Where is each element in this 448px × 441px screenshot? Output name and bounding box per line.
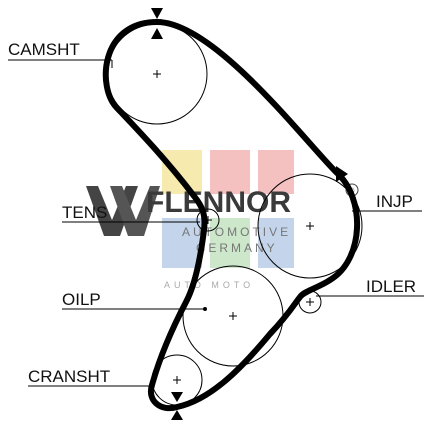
timing-belt bbox=[102, 19, 360, 412]
tensioner-pulley bbox=[196, 208, 220, 232]
label-injection-pump: INJP bbox=[376, 192, 413, 211]
watermark-tiles bbox=[162, 150, 294, 268]
watermark-line3: AUTO MOTO bbox=[164, 280, 254, 290]
label-camshaft: CAMSHT bbox=[8, 40, 80, 59]
label-oil-pump: OILP bbox=[62, 290, 101, 309]
timing-marks bbox=[151, 8, 348, 420]
watermark-line2: GERMANY bbox=[196, 241, 278, 255]
label-tensioner: TENS bbox=[62, 203, 107, 222]
leader-lines bbox=[8, 59, 424, 387]
watermark-brand: FLENNOR bbox=[146, 186, 291, 219]
injp-mark-icon bbox=[336, 166, 348, 182]
label-crankshaft: CRANSHT bbox=[28, 367, 110, 386]
label-idler: IDLER bbox=[366, 277, 416, 296]
injection-pump-pulley bbox=[257, 173, 363, 279]
cam-mark-top-icon bbox=[151, 8, 163, 19]
watermark-line1: AUTOMOTIVE bbox=[182, 225, 291, 239]
cam-mark-bottom-icon bbox=[151, 28, 163, 39]
crank-mark-bottom-icon bbox=[171, 410, 183, 420]
crank-mark-top-icon bbox=[171, 392, 183, 402]
watermark-logo: FLENNOR ® AUTOMOTIVE GERMANY AUTO MOTO bbox=[86, 183, 359, 290]
